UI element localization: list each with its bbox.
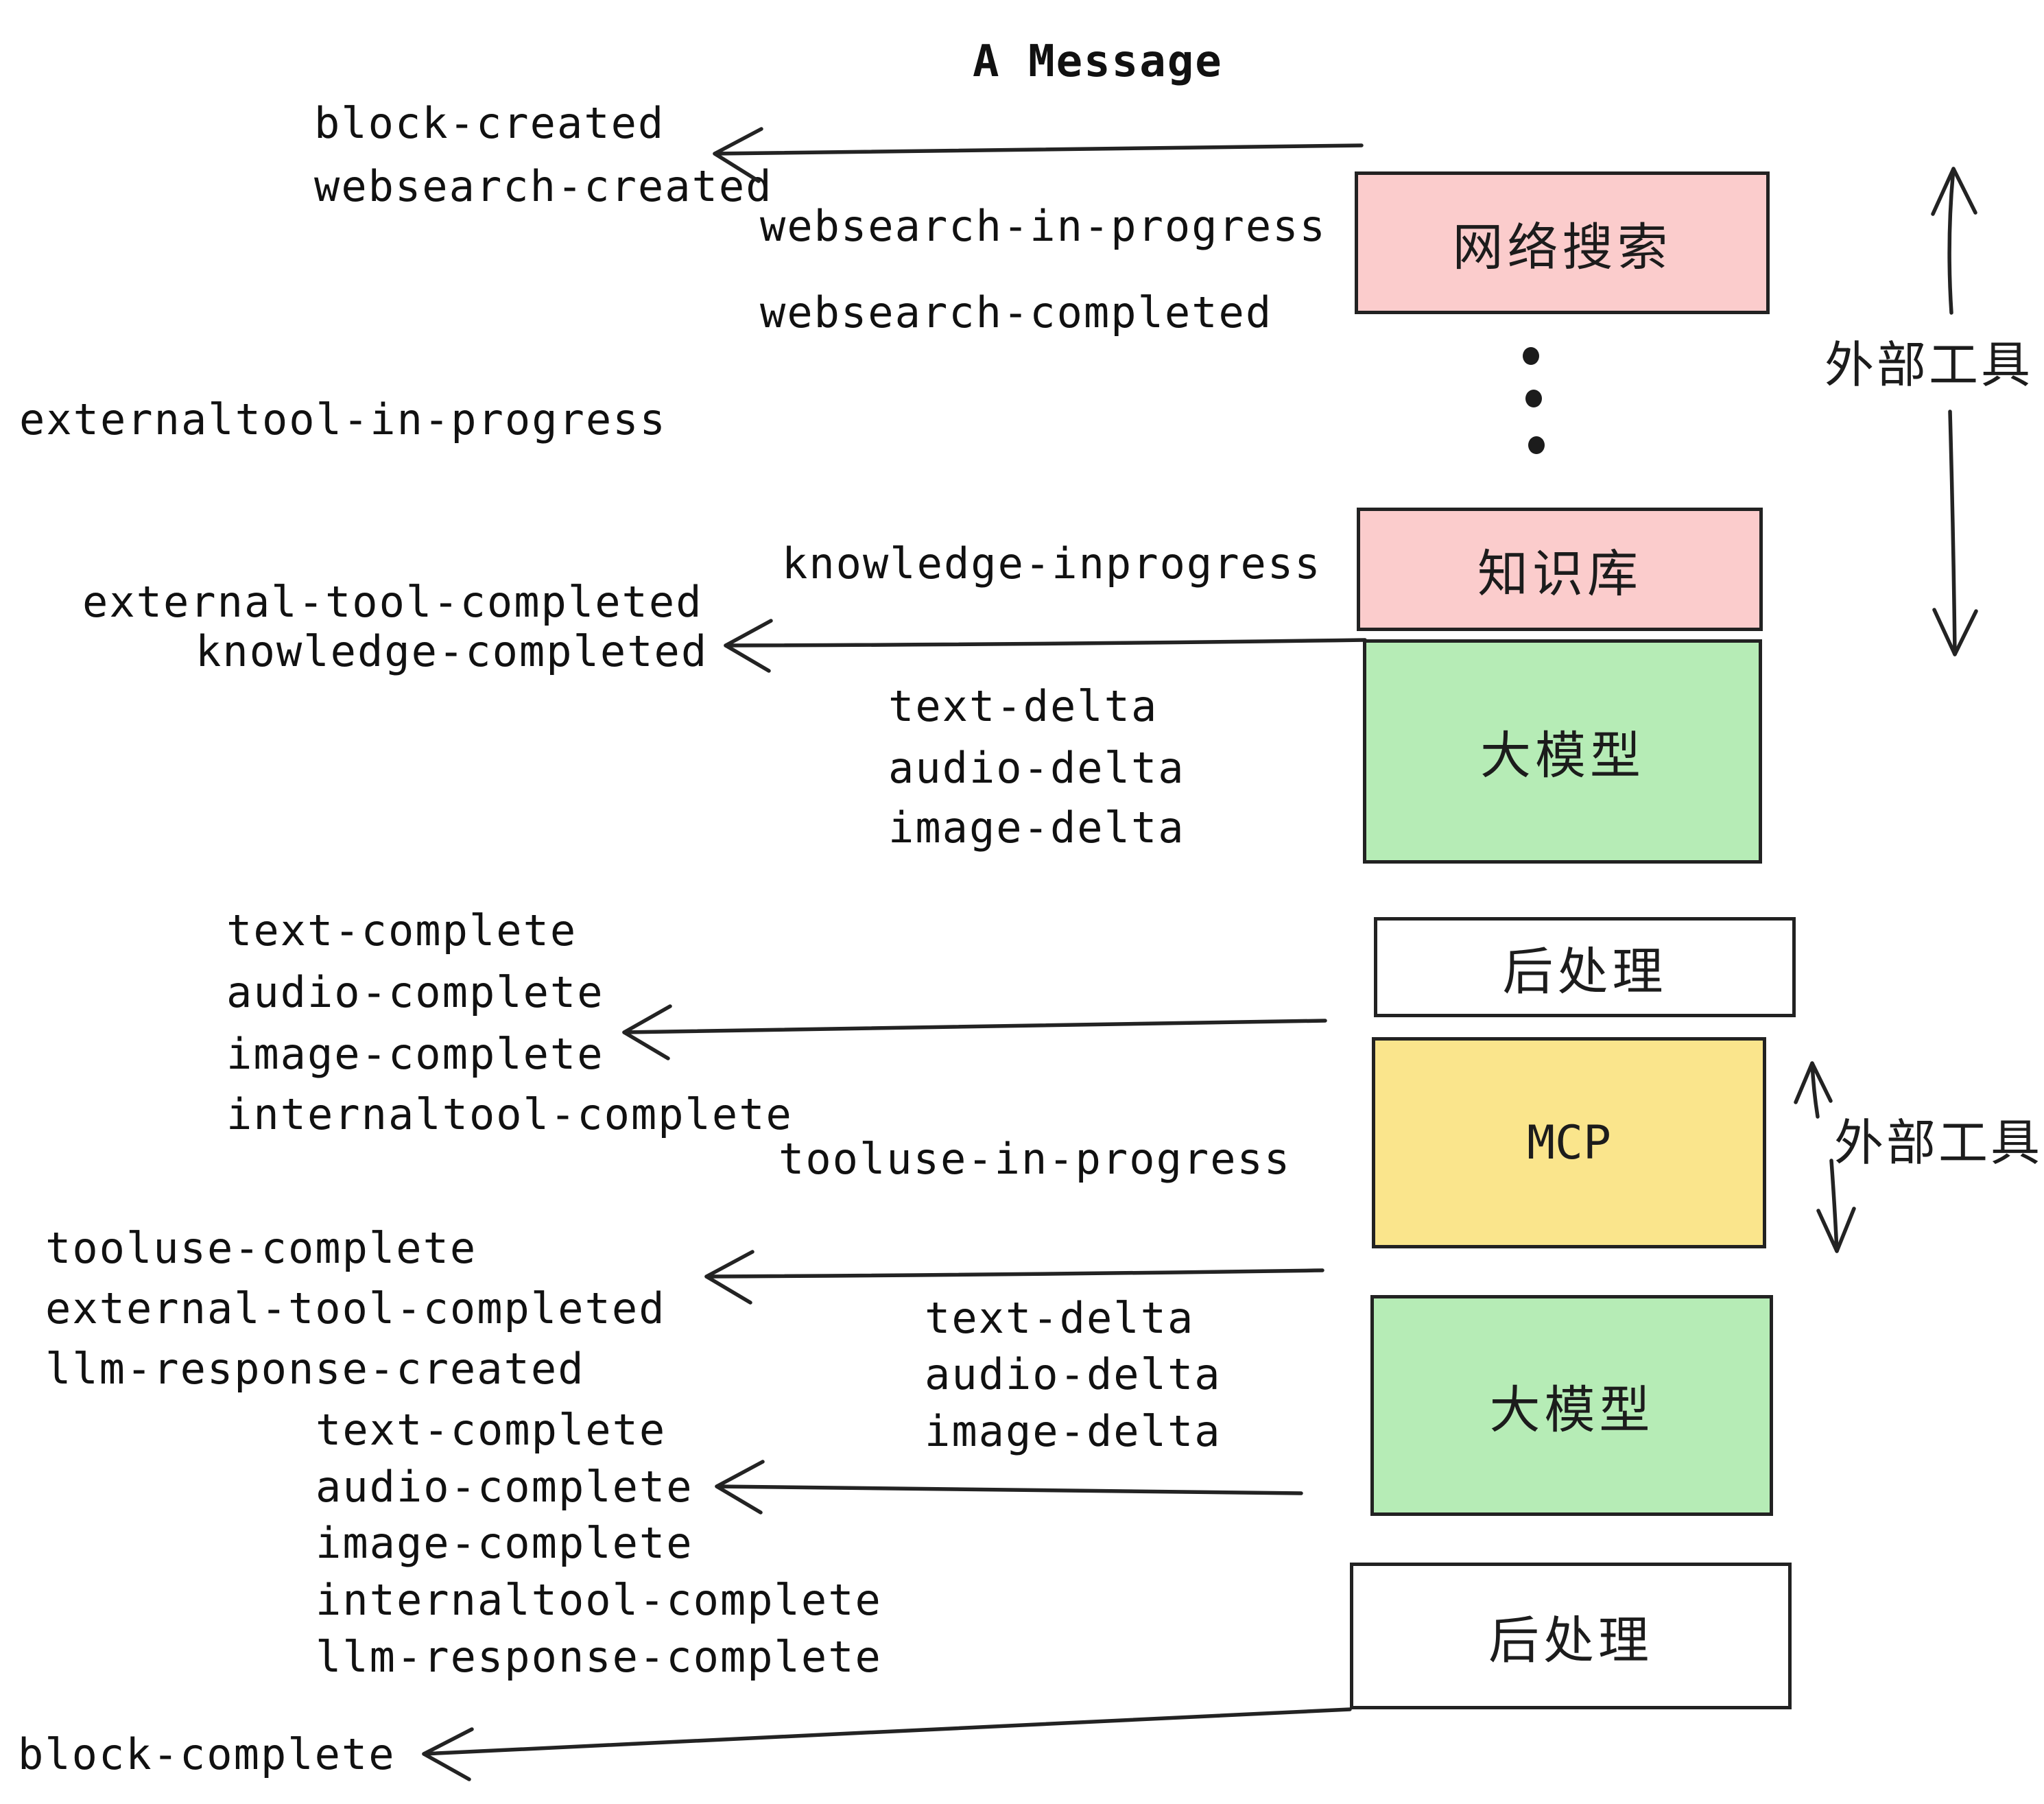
event-websearch-completed: websearch-completed [760, 287, 1273, 337]
event-audio-delta-1: audio-delta [888, 743, 1185, 793]
event-audio-delta-2: audio-delta [925, 1349, 1222, 1399]
event-block-created: block-created [314, 98, 665, 148]
arrow-to-audio-complete [715, 1460, 1303, 1515]
box-post-process-2-label: 后处理 [1488, 1611, 1653, 1670]
event-knowledge-completed: knowledge-completed [195, 626, 709, 676]
ellipsis-dot-3 [1528, 436, 1545, 454]
event-audio-complete-1: audio-complete [226, 967, 604, 1017]
event-knowledge-inprogress: knowledge-inprogress [782, 538, 1322, 589]
event-block-complete: block-complete [18, 1729, 396, 1779]
box-knowledge: 知识库 [1357, 508, 1763, 631]
event-text-delta-1: text-delta [888, 681, 1158, 731]
arrow-to-image-complete [622, 1004, 1327, 1060]
arrow-to-websearch-created [713, 127, 1364, 183]
box-mcp: MCP [1372, 1037, 1766, 1248]
arrow-to-block-complete [422, 1707, 1352, 1781]
event-image-complete-1: image-complete [226, 1029, 604, 1079]
box-websearch: 网络搜索 [1355, 171, 1770, 314]
box-mcp-label: MCP [1527, 1115, 1611, 1170]
event-text-delta-2: text-delta [925, 1293, 1195, 1343]
event-text-complete-1: text-complete [226, 905, 578, 956]
ellipsis-dot-2 [1525, 390, 1542, 407]
box-llm-1: 大模型 [1363, 639, 1762, 864]
event-tooluse-complete: tooluse-complete [45, 1223, 477, 1273]
event-image-delta-1: image-delta [888, 803, 1185, 853]
external-tools-double-arrow-1 [1931, 167, 1978, 656]
arrow-to-knowledge-completed [724, 619, 1367, 673]
external-tools-label-1: 外部工具 [1825, 336, 2034, 394]
event-llm-response-created: llm-response-created [45, 1344, 585, 1394]
box-llm-1-label: 大模型 [1480, 726, 1645, 785]
ellipsis-dot-1 [1523, 347, 1539, 365]
box-llm-2: 大模型 [1370, 1295, 1773, 1516]
event-llm-response-complete: llm-response-complete [316, 1632, 882, 1682]
diagram-title: A Message [973, 36, 1223, 87]
event-websearch-in-progress: websearch-in-progress [760, 201, 1327, 251]
event-image-delta-2: image-delta [925, 1406, 1222, 1456]
event-externaltool-in-progress: externaltool-in-progress [19, 394, 667, 444]
event-websearch-created: websearch-created [314, 161, 773, 211]
box-knowledge-label: 知识库 [1477, 544, 1642, 604]
event-internaltool-complete-2: internaltool-complete [316, 1575, 882, 1625]
box-post-process-2: 后处理 [1350, 1563, 1792, 1709]
box-post-process-1-label: 后处理 [1502, 942, 1667, 1001]
box-llm-2-label: 大模型 [1489, 1380, 1654, 1440]
event-external-tool-completed-2: external-tool-completed [45, 1283, 666, 1333]
box-websearch-label: 网络搜索 [1452, 217, 1672, 277]
event-internaltool-complete-1: internaltool-complete [226, 1089, 793, 1139]
external-tools-label-2: 外部工具 [1834, 1114, 2043, 1172]
event-tooluse-in-progress: tooluse-in-progress [779, 1134, 1292, 1184]
event-image-complete-2: image-complete [316, 1518, 693, 1568]
event-text-complete-2: text-complete [316, 1405, 667, 1455]
event-external-tool-completed-1: external-tool-completed [82, 577, 703, 627]
event-audio-complete-2: audio-complete [316, 1462, 693, 1512]
box-post-process-1: 后处理 [1374, 917, 1796, 1017]
